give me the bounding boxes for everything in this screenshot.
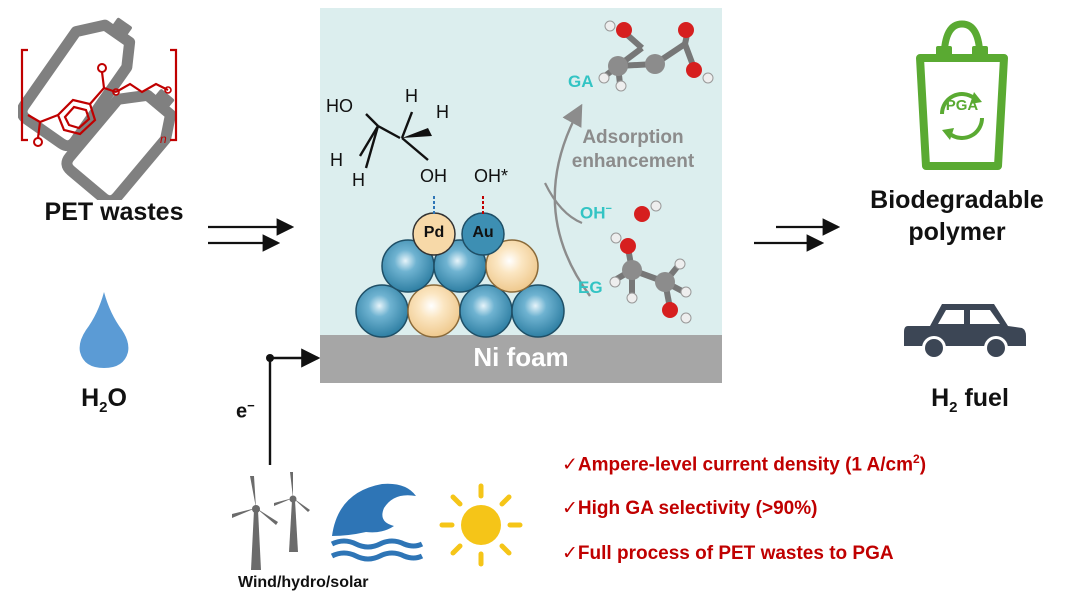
bullet-ga-selectivity: ✓High GA selectivity (>90%) bbox=[562, 498, 818, 519]
eg-molecule bbox=[609, 232, 692, 324]
shopping-bag-icon bbox=[916, 20, 1008, 170]
au-atom bbox=[511, 284, 565, 338]
wind-turbine-icon bbox=[232, 472, 310, 570]
renewables-label: Wind/hydro/solar bbox=[238, 574, 369, 591]
pd-atom bbox=[407, 284, 461, 338]
plastic-bottle-icon bbox=[61, 89, 177, 200]
plastic-bottle-icon bbox=[18, 17, 136, 152]
au-atom bbox=[355, 284, 409, 338]
sun-icon bbox=[439, 483, 523, 567]
check-icon: ✓ bbox=[562, 543, 578, 564]
ga-label: GA bbox=[568, 72, 594, 91]
au-label: Au bbox=[472, 224, 494, 241]
oh-au-label: OH* bbox=[474, 166, 509, 186]
electron-label: e− bbox=[236, 398, 255, 423]
hydroxide-ion bbox=[634, 206, 650, 222]
ni-foam-substrate bbox=[320, 335, 722, 383]
pet-wastes-label: PET wastes bbox=[44, 198, 184, 226]
pet-repeat-unit bbox=[20, 48, 178, 142]
water-drop-icon bbox=[79, 292, 129, 368]
repeat-subscript: n bbox=[160, 132, 167, 146]
hydroxide-label: OH− bbox=[580, 203, 612, 223]
h-label: H bbox=[352, 170, 365, 190]
catalyst-scene bbox=[355, 20, 714, 338]
pd-label: Pd bbox=[423, 224, 445, 241]
ho-label: HO bbox=[326, 96, 353, 116]
ga-molecule bbox=[598, 20, 714, 92]
pd-atom bbox=[485, 239, 539, 293]
h-label: H bbox=[330, 150, 343, 170]
oh-pd-label: OH bbox=[420, 166, 447, 186]
check-icon: ✓ bbox=[562, 454, 578, 476]
pga-label: PGA bbox=[945, 97, 979, 114]
electron-path-arrow bbox=[266, 348, 321, 465]
au-atom bbox=[459, 284, 513, 338]
check-icon: ✓ bbox=[562, 498, 578, 519]
h2-fuel-label: H2 fuel bbox=[931, 384, 1009, 416]
bullet-current-density: ✓Ampere-level current density (1 A/cm2) bbox=[562, 452, 927, 476]
car-icon bbox=[904, 304, 1026, 360]
ni-foam-label: Ni foam bbox=[473, 342, 569, 372]
h-label: H bbox=[436, 102, 449, 122]
bullet-full-process: ✓Full process of PET wastes to PGA bbox=[562, 543, 894, 564]
hydro-wave-icon bbox=[330, 483, 424, 562]
input-arrows bbox=[208, 218, 295, 252]
eg-label: EG bbox=[578, 278, 603, 297]
output-arrows bbox=[754, 218, 841, 252]
h-label: H bbox=[405, 86, 418, 106]
pet-structure-graphic bbox=[18, 17, 178, 200]
water-label: H2O bbox=[81, 384, 127, 416]
